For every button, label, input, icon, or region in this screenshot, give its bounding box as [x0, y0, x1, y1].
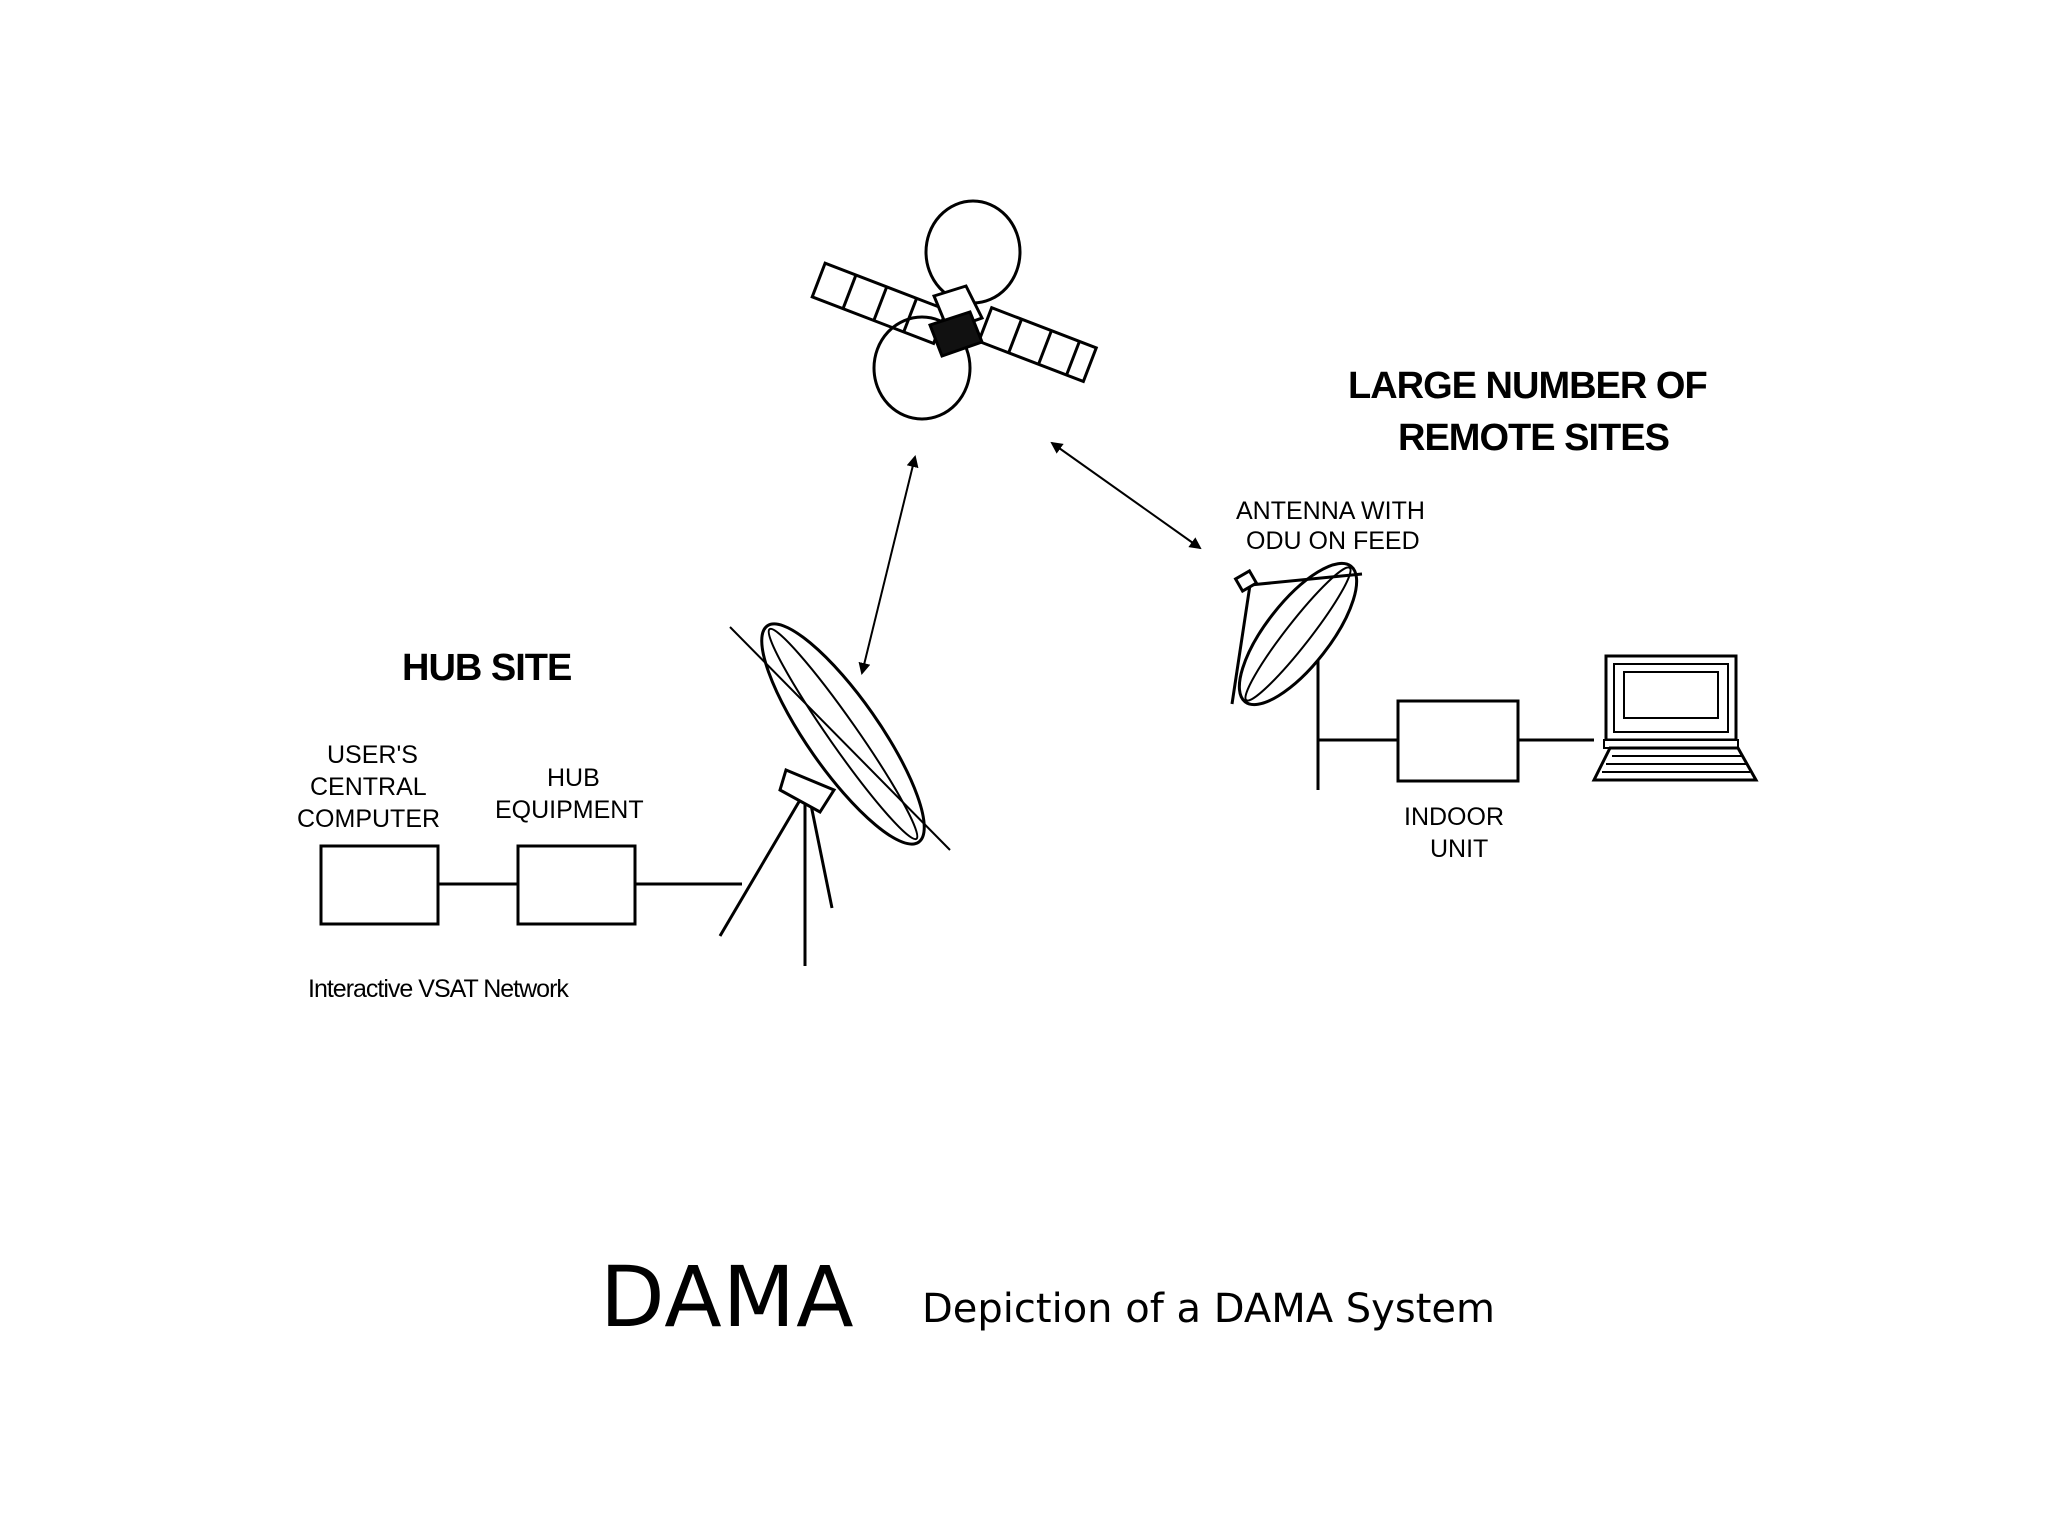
users-computer-label-line3: COMPUTER [297, 805, 440, 833]
antenna-label-line1: ANTENNA WITH [1236, 497, 1425, 525]
users-computer-label-line1: USER'S [327, 741, 418, 769]
indoor-unit-label-line2: UNIT [1430, 835, 1488, 863]
remote-sites-heading-line1: LARGE NUMBER OF [1348, 365, 1707, 407]
antenna-label-line2: ODU ON FEED [1246, 527, 1420, 555]
network-label: Interactive VSAT Network [308, 975, 569, 1003]
indoor-unit-label-line1: INDOOR [1404, 803, 1504, 831]
satellite-icon [810, 199, 1099, 421]
hub-site-heading: HUB SITE [402, 647, 571, 689]
users-computer-label-line2: CENTRAL [310, 773, 427, 801]
hub-dish-icon [718, 622, 951, 966]
computer-icon [1591, 654, 1759, 782]
caption-title: DAMA [600, 1248, 855, 1346]
caption-subtitle: Depiction of a DAMA System [922, 1286, 1495, 1332]
remote-dish-icon [1230, 561, 1363, 790]
remote-link-arrow [1050, 441, 1202, 550]
hub-equipment-label-line1: HUB [547, 764, 600, 792]
hub-link-arrow [858, 455, 919, 675]
users-central-computer-box [319, 844, 440, 926]
indoor-unit-box [1396, 699, 1520, 783]
hub-equipment-box [516, 844, 637, 926]
hub-equipment-label-line2: EQUIPMENT [495, 796, 644, 824]
remote-sites-heading-line2: REMOTE SITES [1398, 417, 1669, 459]
